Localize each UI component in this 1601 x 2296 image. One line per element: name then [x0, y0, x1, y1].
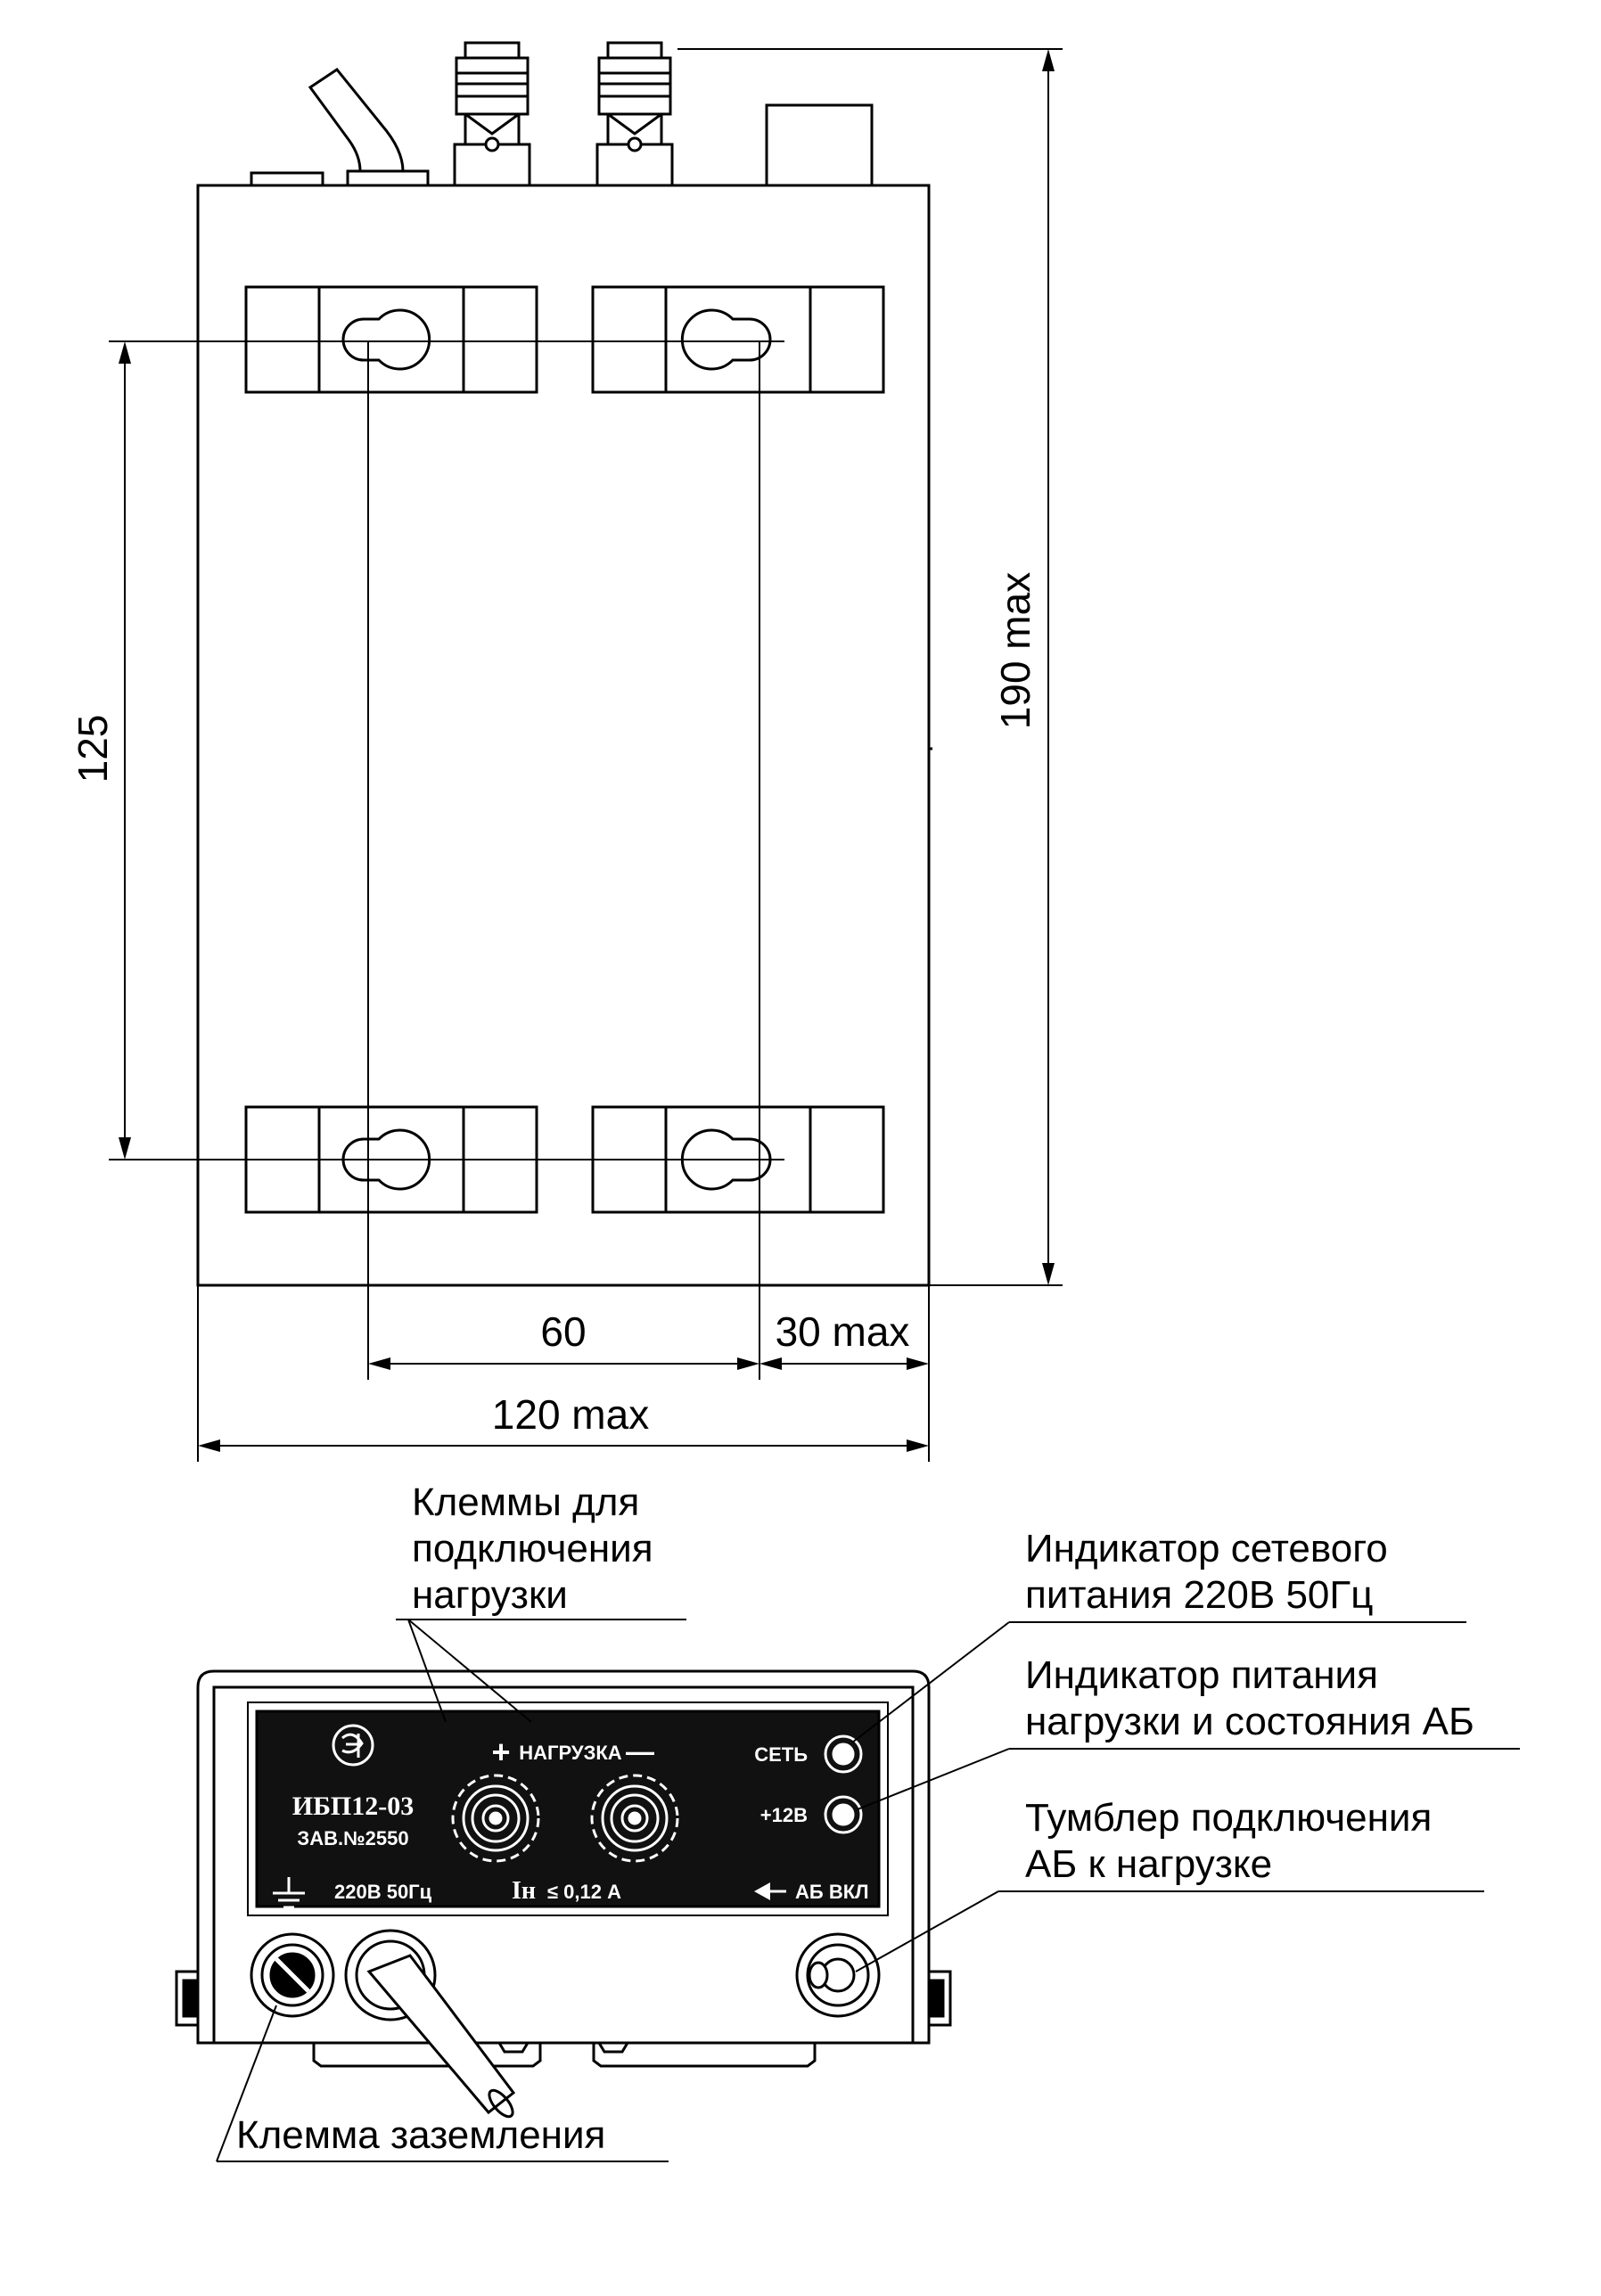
- panel-mains-label: СЕТЬ: [754, 1743, 808, 1766]
- ground-symbol-icon: [273, 1877, 305, 1909]
- callout-load-terminals-line1: Клеммы для: [412, 1480, 639, 1524]
- battery-toggle-switch[interactable]: [795, 1932, 881, 2018]
- panel-12v-label: +12В: [760, 1804, 808, 1826]
- panel-serial: ЗАВ.№2550: [297, 1827, 408, 1849]
- panel-current-value: ≤ 0,12 А: [547, 1881, 621, 1903]
- side-bolt-right: [927, 1970, 952, 2027]
- panel-plus-sign: +: [491, 1734, 510, 1770]
- callout-mains-indicator-line2: питания 220В 50Гц: [1025, 1573, 1373, 1617]
- top-connectors: [250, 41, 874, 187]
- callout-battery-toggle: Тумблер подключения АБ к нагрузке: [1025, 1796, 1432, 1886]
- callout-load-indicator-line1: Индикатор питания: [1025, 1653, 1378, 1697]
- dim-30-max: 30 max: [776, 1308, 910, 1355]
- bottom-bracket-left: [312, 2043, 542, 2068]
- top-plate-left: [250, 171, 324, 187]
- logo-emblem: [332, 1724, 374, 1767]
- bnc-connector-1: [453, 41, 531, 187]
- callout-battery-toggle-line1: Тумблер подключения: [1025, 1796, 1432, 1840]
- load-terminal-minus[interactable]: [590, 1774, 679, 1863]
- front-frame: [212, 1685, 915, 2045]
- bent-cable: [308, 67, 405, 173]
- panel-current-symbol: Iн: [512, 1877, 536, 1905]
- side-bolt-left: [175, 1970, 200, 2027]
- callout-battery-toggle-line2: АБ к нагрузке: [1025, 1842, 1272, 1886]
- load-terminal-plus[interactable]: [451, 1774, 540, 1863]
- callout-load-terminals-line3: нагрузки: [412, 1573, 568, 1617]
- bracket-top-left: [244, 285, 538, 394]
- bracket-top-right: [591, 285, 885, 394]
- load-indicator-led: [824, 1795, 863, 1834]
- arrow-left-icon: [754, 1882, 786, 1900]
- panel-model: ИБП12-03: [292, 1792, 415, 1821]
- panel-battery-on-label: АБ ВКЛ: [795, 1881, 869, 1903]
- dim-125: 125: [70, 715, 116, 783]
- panel-voltage-label: 220В 50Гц: [334, 1881, 432, 1903]
- mains-indicator-led: [824, 1734, 863, 1774]
- dim-190-max: 190 max: [992, 572, 1039, 729]
- dimension-lines: [109, 48, 1063, 1462]
- callout-mains-indicator: Индикатор сетевого питания 220В 50Гц: [1025, 1527, 1388, 1617]
- bottom-bracket-right: [592, 2043, 817, 2068]
- callout-ground-terminal: Клемма заземления: [236, 2113, 605, 2157]
- housing-rear-view: [196, 41, 932, 1287]
- dim-120-max: 120 max: [492, 1391, 649, 1438]
- callout-leaders: [216, 1619, 1520, 2162]
- bnc-connector-2: [595, 41, 674, 187]
- callout-mains-indicator-line1: Индикатор сетевого: [1025, 1527, 1388, 1570]
- callout-load-terminals: Клеммы для подключения нагрузки: [412, 1480, 653, 1617]
- callout-load-indicator-line2: нагрузки и состояния АБ: [1025, 1700, 1474, 1743]
- callout-load-indicator: Индикатор питания нагрузки и состояния А…: [1025, 1653, 1474, 1743]
- dim-60: 60: [540, 1308, 586, 1355]
- dimension-arrows: [119, 49, 1055, 1452]
- power-cable-gland: [344, 1929, 516, 2119]
- cable-gland: [346, 169, 430, 187]
- panel-minus-sign: —: [626, 1735, 654, 1767]
- housing-body: [196, 184, 931, 1287]
- ground-terminal[interactable]: [250, 1932, 335, 2018]
- panel-load-label: НАГРУЗКА: [519, 1742, 622, 1764]
- callout-load-terminals-line2: подключения: [412, 1527, 653, 1570]
- nameplate-border: [247, 1702, 889, 1916]
- top-box: [765, 103, 874, 187]
